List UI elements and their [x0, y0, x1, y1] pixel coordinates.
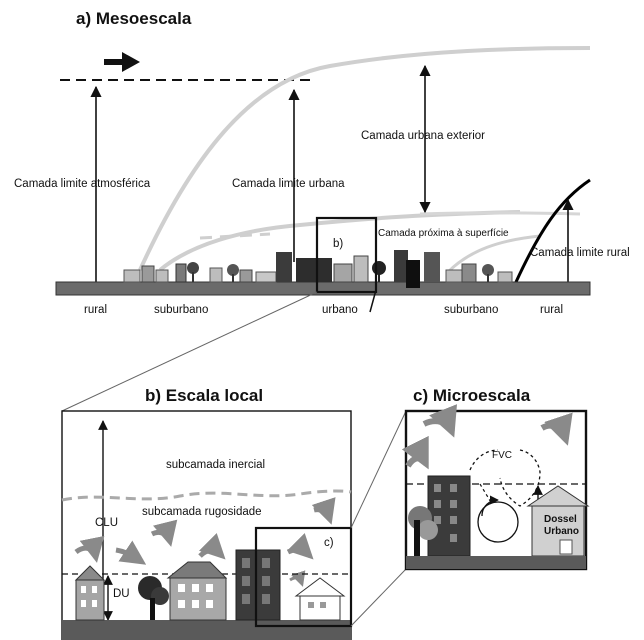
- suburban-left-buildings: [123, 262, 277, 283]
- zoom-connector-c-top: [350, 410, 407, 529]
- micro-ground: [406, 556, 586, 569]
- fvc-link-left: [479, 483, 493, 505]
- zone-label-rural-right: rural: [540, 304, 563, 316]
- title-local: b) Escala local: [145, 386, 263, 405]
- local-ground: [62, 620, 351, 640]
- zone-label-rural-left: rural: [84, 304, 107, 316]
- inset-b-pointer: [369, 289, 377, 313]
- inset-c-box: [254, 526, 353, 628]
- label-urban-layer: Camada limite urbana: [232, 178, 345, 190]
- inset-b-box: [315, 216, 378, 294]
- suburban-right-buildings: [445, 263, 513, 283]
- zoom-connector-b: [61, 291, 318, 412]
- label-canopy-line2: Urbano: [544, 526, 579, 537]
- vortex-arrow: [481, 495, 499, 517]
- label-roughness-sublayer: subcamada rugosidade: [142, 506, 262, 518]
- surface-layer-dashed: [199, 232, 271, 240]
- label-canopy-line1: Dossel: [544, 514, 577, 525]
- inertial-roughness-boundary: [61, 489, 352, 502]
- label-inertial-sublayer: subcamada inercial: [166, 459, 265, 471]
- micro-flow-arrows: [401, 404, 573, 470]
- inset-c-marker: c): [324, 537, 334, 549]
- suburban-curve-right: [446, 234, 541, 274]
- label-rural-layer: Camada limite rural: [530, 247, 630, 259]
- urban-boundary-curve: [138, 46, 591, 271]
- micro-tall-building: [427, 475, 471, 557]
- title-mesoscale: a) Mesoescala: [76, 9, 192, 28]
- micro-house: [526, 485, 590, 557]
- panel-local: [61, 410, 352, 640]
- local-flow-arrows: [74, 497, 336, 587]
- surface-layer-curve-right: [419, 211, 581, 216]
- zoom-connector-c-bottom: [350, 568, 407, 627]
- label-du: DU: [113, 588, 130, 600]
- local-buildings: [74, 549, 346, 621]
- label-atmospheric-layer: Camada limite atmosférica: [14, 178, 151, 190]
- label-urban-outer-layer: Camada urbana exterior: [361, 130, 485, 142]
- label-surface-layer: Camada próxima à superfície: [378, 228, 509, 239]
- wind-arrow-icon: [104, 52, 140, 72]
- title-micro: c) Microescala: [413, 386, 531, 405]
- urban-core-buildings: [276, 250, 440, 288]
- label-clu: CLU: [95, 517, 118, 529]
- zone-label-urban: urbano: [322, 304, 358, 316]
- inset-b-marker: b): [333, 238, 343, 250]
- zone-label-suburban-left: suburbano: [154, 304, 208, 316]
- label-fvc: FVC: [492, 450, 512, 461]
- micro-tree: [408, 506, 438, 556]
- zone-label-suburban-right: suburbano: [444, 304, 498, 316]
- rural-boundary-curve: [514, 178, 591, 283]
